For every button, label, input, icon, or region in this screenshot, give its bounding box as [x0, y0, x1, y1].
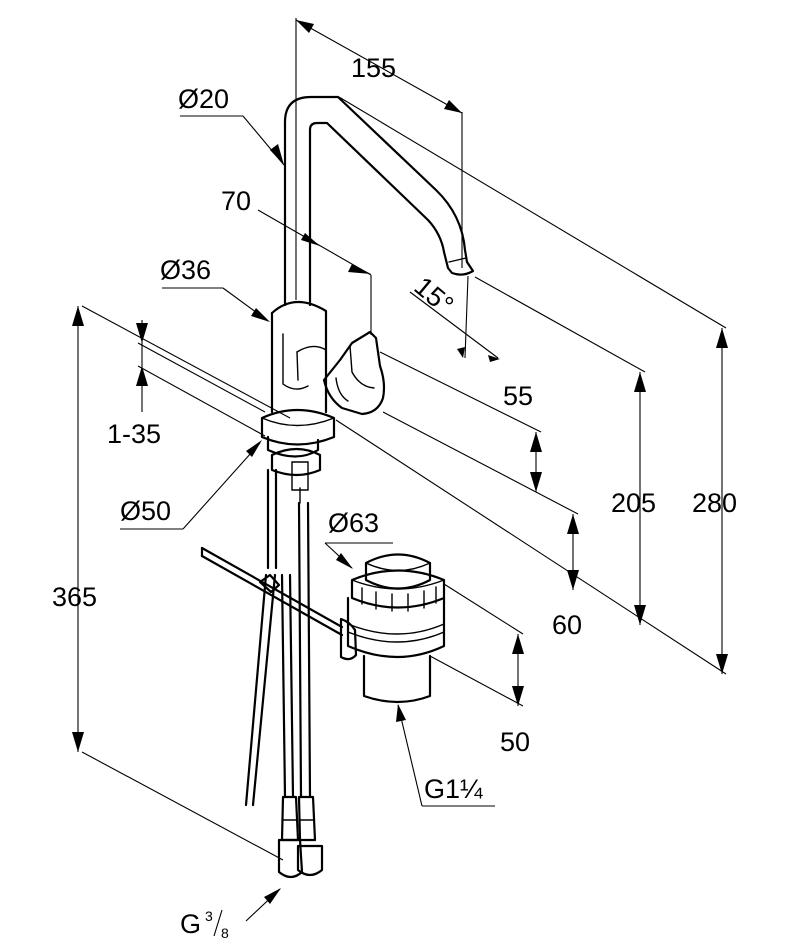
dim-365: 365: [52, 582, 97, 612]
dim-thread-g1-1-4: G1¼: [424, 774, 483, 804]
dim-diameter-50: Ø50: [120, 496, 171, 526]
dim-diameter-20: Ø20: [178, 84, 229, 114]
dim-55: 55: [503, 381, 533, 411]
dimension-lines: [72, 18, 728, 922]
dim-diameter-36: Ø36: [160, 255, 211, 285]
dim-205: 205: [611, 488, 656, 518]
dim-50: 50: [500, 727, 530, 757]
dim-diameter-63: Ø63: [328, 508, 379, 538]
thread-numerator: 3: [205, 908, 213, 924]
dim-155: 155: [351, 53, 396, 83]
dim-70: 70: [221, 186, 251, 216]
dim-60: 60: [552, 610, 582, 640]
faucet-outline: [200, 95, 475, 879]
dimension-labels: 155 Ø20 70 Ø36 15° 55 1-35 205 280 Ø50 Ø…: [52, 53, 737, 941]
thread-denominator: 8: [221, 925, 229, 941]
dim-thread-g3-8: G 3 8: [180, 908, 229, 941]
thread-fraction-slash: [213, 909, 223, 937]
thread-letter-g: G: [180, 909, 201, 939]
dim-280: 280: [692, 488, 737, 518]
dim-1-35: 1-35: [107, 419, 161, 449]
dim-angle-15: 15°: [409, 271, 460, 320]
